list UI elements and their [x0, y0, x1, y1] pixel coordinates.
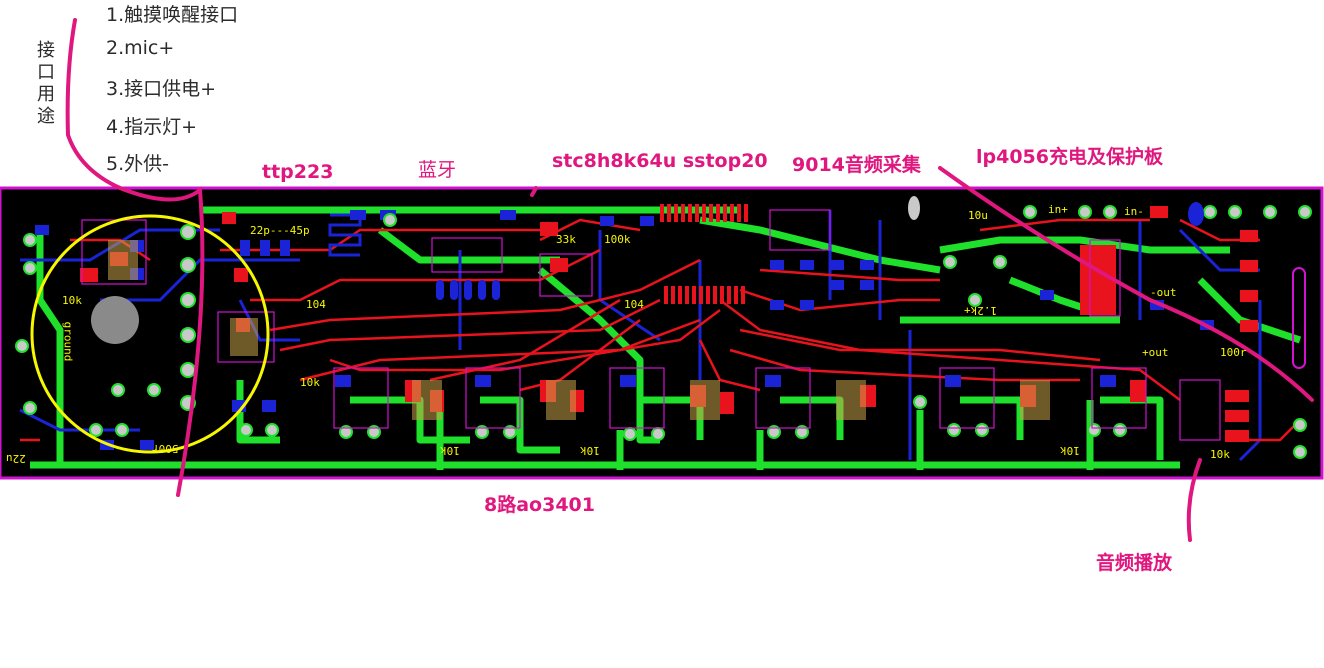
silk-100k: 100k [604, 233, 631, 246]
callout-bluetooth: 蓝牙 [418, 159, 457, 181]
annotation-strokes [65, 18, 1314, 542]
silk-10u: 10u [968, 209, 988, 222]
silk-10k-c: 10k [440, 444, 460, 457]
silk-100r: 100r [1220, 346, 1247, 359]
interface-item-2: 2.mic+ [106, 37, 175, 59]
silk-out-minus: -out [1150, 286, 1177, 299]
touch-area-circle [30, 214, 270, 454]
mcu-pins [660, 204, 748, 304]
silk-104b: 104 [624, 298, 644, 311]
mic-hole [91, 296, 139, 344]
silk-10k-d: 10k [580, 444, 600, 457]
component-bodies [108, 240, 1050, 420]
interface-title: 接口用途 [37, 40, 55, 127]
bluetooth-module-outline [431, 237, 503, 273]
callout-mosfet: 8路ao3401 [484, 494, 595, 516]
silk-in-plus: in+ [1048, 203, 1068, 216]
silk-10k-f: 10k [1210, 448, 1230, 461]
interface-item-1: 1.触摸唤醒接口 [106, 4, 239, 26]
silk-ground: ground [61, 321, 75, 362]
component-outlines [81, 209, 1221, 441]
interface-item-4: 4.指示灯+ [106, 116, 198, 138]
th-pads [15, 205, 1312, 459]
antenna-trace [328, 213, 362, 257]
interface-item-5: 5.外供- [106, 153, 169, 175]
silk-33k: 33k [556, 233, 576, 246]
callout-audio-capture: 9014音频采集 [792, 154, 921, 176]
silk-out-plus: +out [1142, 346, 1169, 359]
silk-1k: 1.2k+ [964, 304, 998, 317]
callout-charger: lp4056充电及保护板 [976, 146, 1163, 168]
callout-mcu: stc8h8k64u sstop20 [552, 150, 768, 172]
silk-10k-b: 10k [300, 376, 320, 389]
silk-in-minus: in- [1124, 205, 1144, 218]
speaker-connector [1292, 267, 1306, 369]
silk-104a: 104 [306, 298, 326, 311]
silk-10k-e: 10k [1060, 444, 1080, 457]
callout-ttp223: ttp223 [262, 161, 334, 183]
silk-500r: 500r [152, 442, 179, 455]
silk-10k-left: 10k [62, 294, 82, 307]
bluetooth-pads [436, 280, 500, 300]
charger-led [1188, 202, 1204, 226]
battery-pad [908, 196, 920, 220]
callout-audio-play: 音频播放 [1096, 552, 1173, 574]
silk-22u: 22u [6, 452, 26, 465]
silk-cap-range: 22p---45p [250, 224, 310, 237]
interface-item-3: 3.接口供电+ [106, 78, 217, 100]
